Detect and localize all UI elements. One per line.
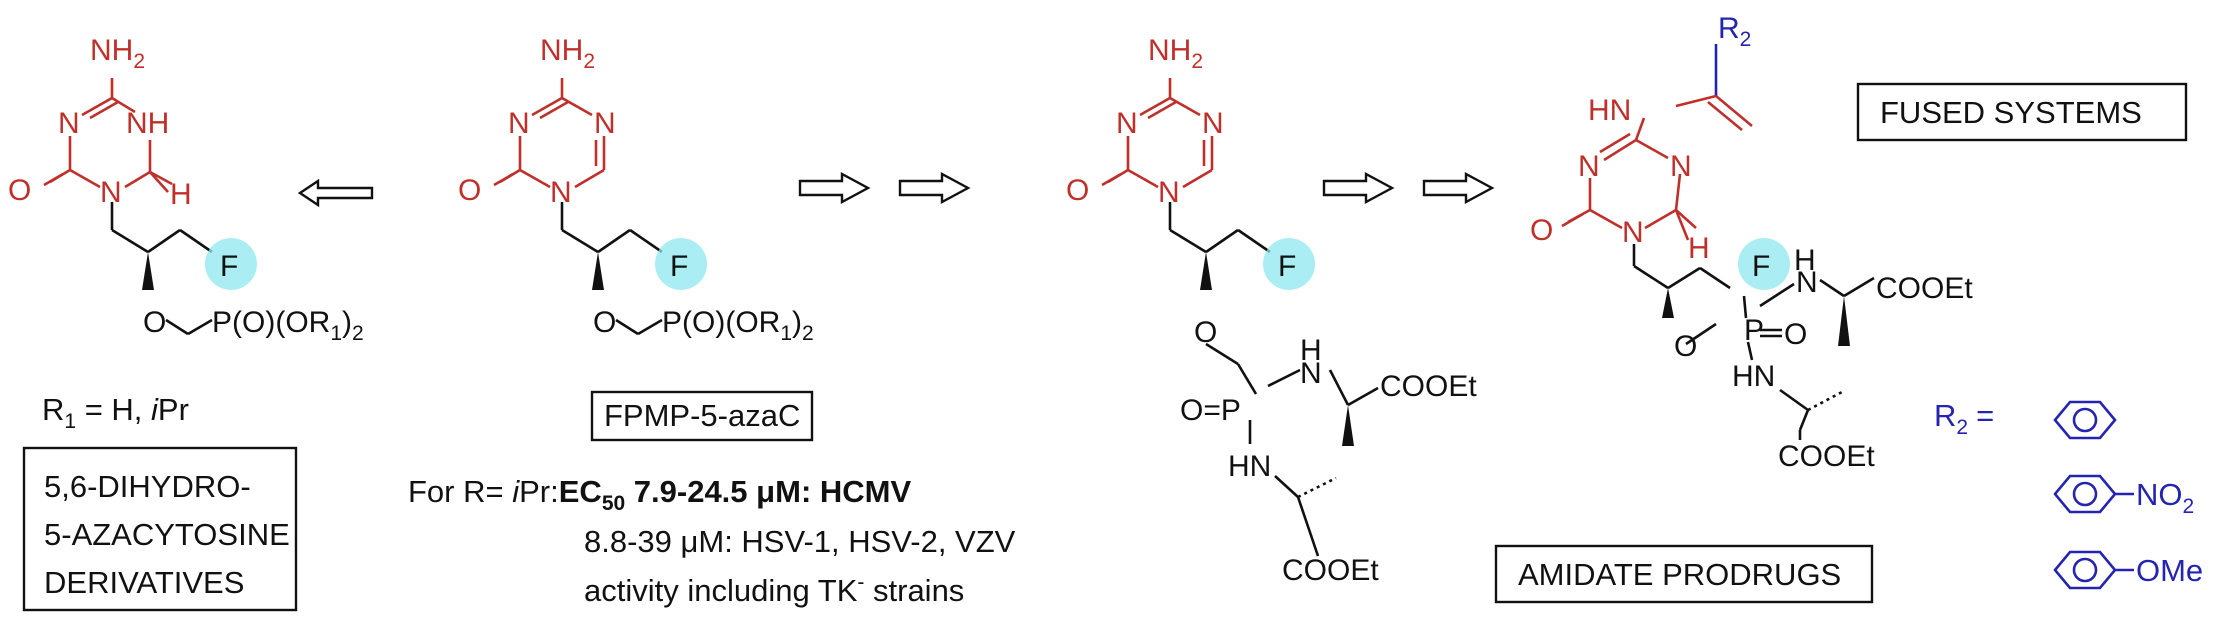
amide-h-label: H	[1300, 334, 1322, 367]
molecule-amidate-prodrug: NH2 N N O N F O H N O=P COOEt HN COOEt	[1066, 34, 1477, 587]
amide-hn-label: HN	[1228, 450, 1271, 483]
amidate-prodrugs-box: AMIDATE PRODRUGS	[1494, 544, 1874, 604]
ring-n5-label: N	[1202, 107, 1224, 140]
amino-label: NH2	[1148, 34, 1203, 73]
r2-substituents: R2= NO2 OMe	[1934, 398, 2203, 590]
fpmp-name: FPMP-5-azaC	[604, 398, 800, 433]
carbonyl-o-label: O	[1530, 214, 1553, 247]
dihydro-line-1: 5,6-DIHYDRO-	[44, 469, 251, 504]
fused-n-label: N	[1670, 150, 1692, 183]
amide-h-label: H	[1794, 244, 1816, 277]
forward-arrow-1b	[898, 171, 971, 205]
ring-h-label: H	[1688, 232, 1710, 265]
carbonyl-o-label: O	[1066, 174, 1089, 207]
fused-systems-box: FUSED SYSTEMS	[1856, 82, 2188, 142]
r2-equals-label: R2=	[1934, 398, 1994, 439]
activity-notes: For R= iPr:EC50 7.9-24.5 μM: HCMV 8.8-39…	[408, 474, 1016, 608]
ether-o-label: O	[593, 306, 616, 339]
fluorine-label: F	[220, 250, 238, 283]
phenyl-substituent	[2053, 400, 2117, 440]
fluorine-label: F	[670, 250, 688, 283]
fluorine-label: F	[1278, 250, 1296, 283]
molecule-fpmp-azac: NH2 N N O N F O P(O)(OR1)2	[458, 34, 814, 345]
phosphonate-label: P(O)(OR1)2	[662, 306, 814, 345]
ring-n5-label: N	[594, 107, 616, 140]
ether-o-label: O	[1194, 316, 1217, 349]
ether-o-label: O	[1674, 330, 1697, 363]
carbonyl-o-label: O	[458, 174, 481, 207]
ester-2-label: COOEt	[1282, 554, 1379, 587]
ester-1-label: COOEt	[1876, 272, 1973, 305]
dihydro-line-2: 5-AZACYTOSINE	[44, 517, 290, 552]
methoxyphenyl-substituent: OMe	[2053, 550, 2203, 590]
activity-line-2: 8.8-39 μM: HSV-1, HSV-2, VZV	[584, 524, 1016, 559]
phosphorus-label: P	[1744, 314, 1764, 347]
amino-label: NH2	[540, 34, 595, 73]
ring-n1-label: N	[100, 176, 122, 209]
ring-h-label: H	[170, 178, 192, 211]
ring-nh-label: NH	[126, 107, 169, 140]
amide-hn-label: HN	[1732, 360, 1775, 393]
ring-n1-label: N	[550, 176, 572, 209]
methoxy-label: OMe	[2136, 553, 2203, 588]
molecule-dihydro-azacytosine: NH2 N NH O N H F O P(O)(OR1)2	[8, 34, 364, 345]
dihydro-derivatives-box: 5,6-DIHYDRO- 5-AZACYTOSINE DERIVATIVES	[22, 446, 298, 612]
ring-n-label: N	[58, 107, 80, 140]
phosphonate-label: P(O)(OR1)2	[212, 306, 364, 345]
fpmp-box: FPMP-5-azaC	[590, 390, 814, 442]
fused-hn-label: HN	[1588, 94, 1631, 127]
dihydro-line-3: DERIVATIVES	[44, 565, 244, 600]
ester-1-label: COOEt	[1380, 370, 1477, 403]
forward-arrow-2b	[1422, 171, 1495, 205]
r2-label: R2	[1718, 12, 1751, 51]
activity-line-1: For R= iPr:EC50 7.9-24.5 μM: HCMV	[408, 474, 911, 515]
ring-n-label: N	[1116, 107, 1138, 140]
ring-n-label: N	[508, 107, 530, 140]
fused-systems-label: FUSED SYSTEMS	[1880, 95, 2142, 130]
ester-2-label: COOEt	[1778, 440, 1875, 473]
carbonyl-o-label: O	[8, 174, 31, 207]
r1-definition: R1 = H, iPr	[42, 392, 189, 433]
ether-o-label: O	[143, 306, 166, 339]
ring-n1-label: N	[1158, 176, 1180, 209]
retro-arrow-left	[297, 178, 374, 208]
amide-n-label: N	[1796, 266, 1818, 299]
nitro-label: NO2	[2136, 477, 2194, 518]
fluorine-label: F	[1752, 250, 1770, 283]
phosphoramide-label: O=P	[1180, 394, 1241, 427]
ring-n1-label: N	[1622, 216, 1644, 249]
activity-line-3: activity including TK- strains	[584, 571, 964, 608]
amidate-prodrugs-label: AMIDATE PRODRUGS	[1518, 557, 1841, 592]
ring-n-label: N	[1578, 150, 1600, 183]
amide-n-label: N	[1300, 357, 1322, 390]
forward-arrow-2a	[1322, 171, 1395, 205]
nitrophenyl-substituent: NO2	[2053, 474, 2194, 518]
forward-arrow-1a	[798, 171, 871, 205]
p-oxo-label: O	[1784, 318, 1807, 351]
amino-label: NH2	[90, 34, 145, 73]
molecule-fused-system: R2 HN N N O N H F O H N P O HN COOEt COO…	[1530, 12, 1973, 473]
